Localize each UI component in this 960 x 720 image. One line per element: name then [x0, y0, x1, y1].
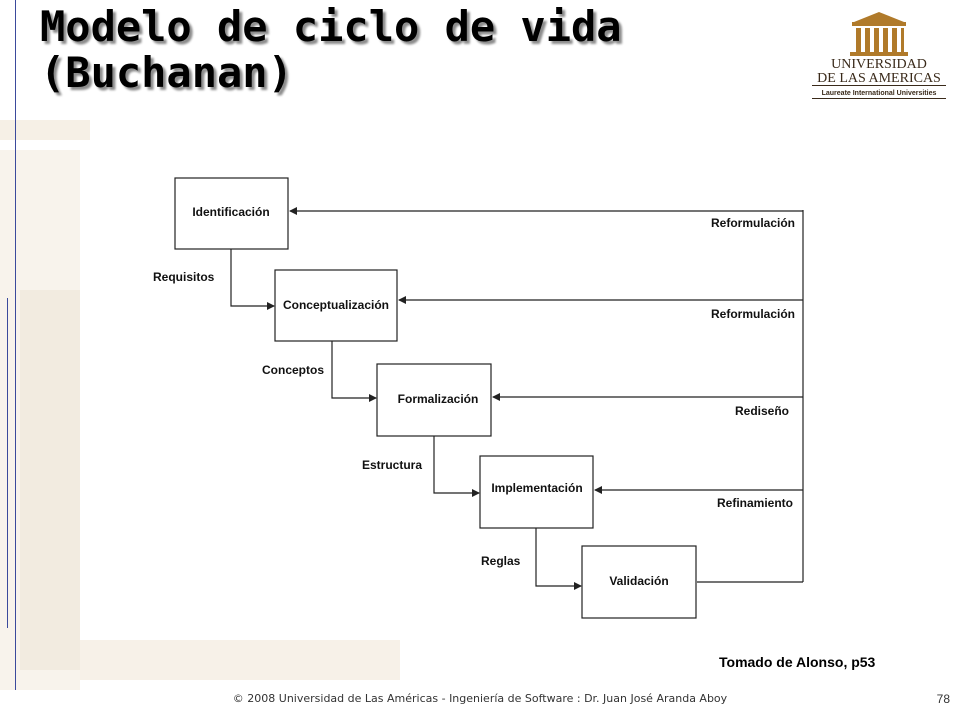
stage-box-conceptualizacion: Conceptualización — [274, 269, 398, 342]
forward-arrow-1 — [230, 249, 275, 310]
logo-line-2: DE LAS AMERICAS — [817, 71, 941, 86]
forward-label-requisitos: Requisitos — [153, 270, 215, 284]
stage-label: Validación — [609, 574, 668, 588]
building-icon — [850, 12, 908, 56]
stage-label: Conceptualización — [283, 298, 389, 312]
forward-arrow-2 — [331, 341, 377, 402]
stage-box-identificacion: Identificación — [174, 177, 289, 250]
logo-line-1: UNIVERSIDAD — [831, 57, 927, 72]
feedback-label-reformulacion-2: Reformulación — [711, 307, 795, 321]
feedback-label-refinamiento: Refinamiento — [717, 496, 793, 510]
slide-footer: © 2008 Universidad de Las Américas - Ing… — [232, 692, 728, 705]
forward-label-reglas: Reglas — [481, 554, 521, 568]
logo-line-3: Laureate International Universities — [822, 90, 937, 97]
stage-label: Formalización — [398, 392, 479, 406]
left-rule-inner — [7, 298, 8, 628]
forward-label-conceptos: Conceptos — [262, 363, 324, 377]
feedback-label-reformulacion-1: Reformulación — [711, 216, 795, 230]
stage-box-validacion: Validación — [581, 545, 697, 619]
buchanan-lifecycle-diagram: Identificación Conceptualización Formali… — [153, 177, 804, 619]
forward-label-estructura: Estructura — [362, 458, 422, 472]
forward-arrow-4 — [535, 528, 582, 590]
title-line-2: (Buchanan) — [40, 48, 293, 97]
stage-label: Implementación — [491, 481, 582, 495]
left-rule — [15, 0, 16, 690]
title-line-1: Modelo de ciclo de vida — [40, 2, 622, 51]
stage-box-implementacion: Implementación — [479, 455, 594, 529]
forward-arrow-3 — [433, 436, 480, 497]
slide-title: Modelo de ciclo de vida (Buchanan) — [40, 4, 622, 96]
feedback-label-rediseno: Rediseño — [735, 404, 789, 418]
university-logo: UNIVERSIDAD DE LAS AMERICAS Laureate Int… — [812, 12, 946, 99]
page-number: 78 — [936, 692, 950, 706]
stage-box-formalizacion: Formalización — [376, 363, 492, 437]
stage-label: Identificación — [192, 205, 269, 219]
source-caption: Tomado de Alonso, p53 — [719, 654, 876, 670]
